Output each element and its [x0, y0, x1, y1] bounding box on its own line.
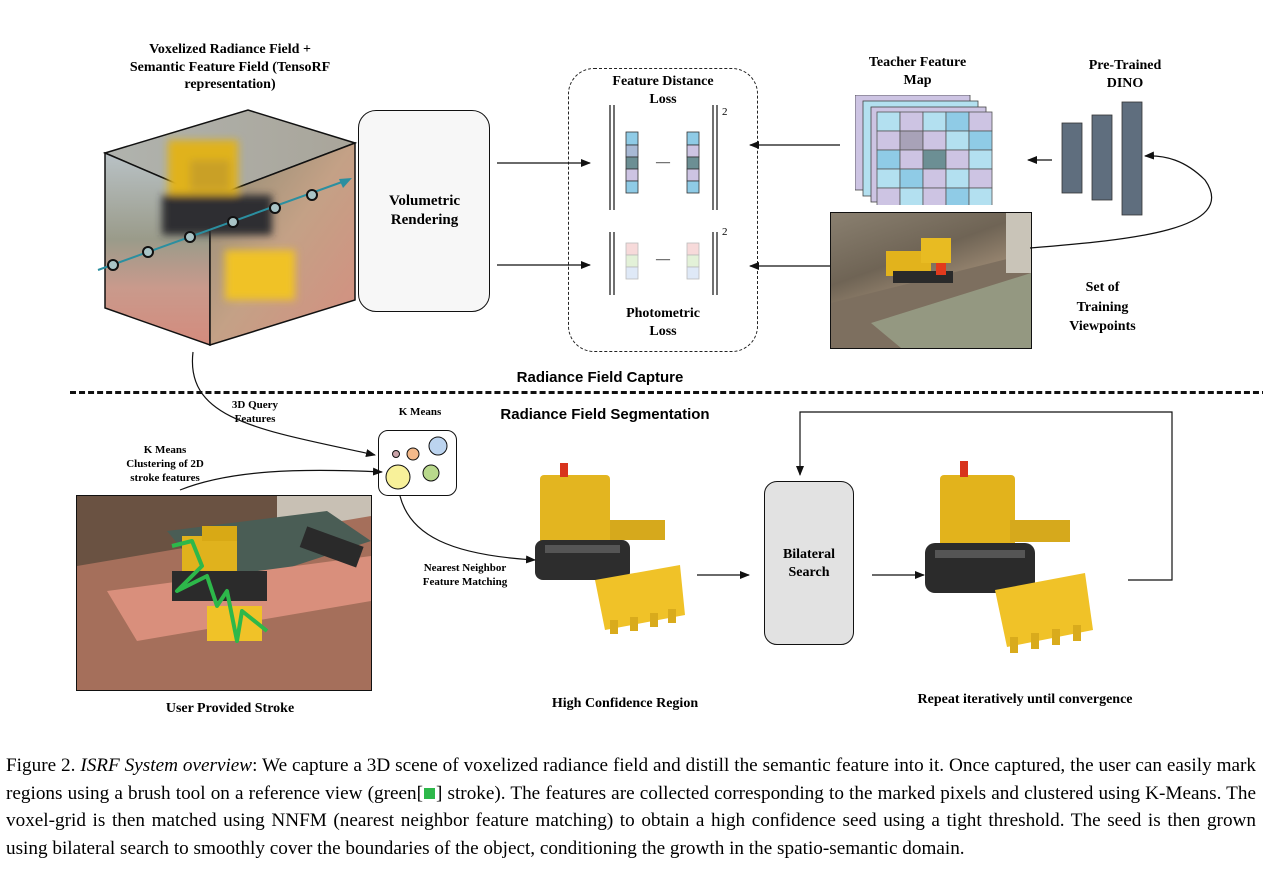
capture-section-label: Radiance Field Capture	[516, 369, 684, 386]
converged-segmentation-image	[925, 461, 1093, 653]
voxel-cube	[97, 109, 358, 347]
volumetric-rendering-box	[358, 110, 490, 312]
bilateral-search-box	[764, 481, 854, 645]
loss-norms: — 2 — 2	[609, 105, 728, 295]
cluster-3	[428, 436, 448, 456]
svg-text:—: —	[655, 155, 671, 170]
green-stroke	[171, 539, 269, 643]
query-features-label: 3D Query Features	[231, 399, 279, 425]
segmentation-section-label: Radiance Field Segmentation	[500, 406, 710, 423]
feature-vector-right	[686, 131, 700, 194]
bottom-arrows	[179, 351, 1173, 581]
rgb-vector-right	[686, 242, 700, 280]
caption-title: ISRF System overview	[80, 755, 253, 776]
cluster-5	[422, 464, 440, 482]
rgb-vector-left	[625, 242, 639, 280]
photometric-loss-label: Photometric Loss	[626, 306, 700, 339]
caption-text-1: : We capture a 3D scene of voxelized rad…	[6, 755, 1256, 804]
kmeans-title: K Means	[398, 406, 442, 418]
pretrained-dino-label: Pre-Trained DINO	[1088, 58, 1162, 91]
kmeans-clustering-label: K Means Clustering of 2D stroke features	[126, 444, 204, 484]
loader-small	[886, 238, 953, 283]
volumetric-rendering-label: Volumetric Rendering	[388, 193, 461, 228]
user-stroke-image	[76, 495, 372, 691]
cluster-2	[406, 447, 420, 461]
ray-sample-points	[107, 189, 318, 271]
section-divider	[70, 391, 1263, 394]
svg-text:—: —	[655, 252, 671, 267]
svg-text:2: 2	[722, 226, 728, 238]
loss-dashed-box	[568, 68, 758, 352]
feature-vector-left	[625, 131, 639, 194]
cluster-1	[392, 450, 400, 458]
svg-text:2: 2	[722, 106, 728, 118]
repeat-label: Repeat iteratively until convergence	[917, 692, 1133, 707]
high-confidence-region-image	[535, 463, 685, 634]
training-viewpoints-label: Set of Training Viewpoints	[1069, 280, 1136, 335]
training-viewpoint-image	[830, 212, 1032, 349]
high-confidence-label: High Confidence Region	[551, 696, 699, 711]
voxel-field-title: Voxelized Radiance Field + Semantic Feat…	[129, 42, 331, 92]
bilateral-search-label: Bilateral Search	[782, 547, 836, 580]
blurred-loader-image	[162, 140, 295, 300]
user-stroke-label: User Provided Stroke	[165, 701, 295, 716]
dino-network	[1061, 101, 1143, 216]
figure-caption: Figure 2. ISRF System overview: We captu…	[6, 752, 1256, 862]
teacher-feature-map	[855, 95, 993, 205]
top-arrows	[497, 141, 1213, 270]
green-stroke-swatch	[423, 787, 435, 799]
feature-distance-loss-label: Feature Distance Loss	[612, 74, 714, 107]
caption-label: Figure 2.	[6, 755, 76, 776]
nnfm-label: Nearest Neighbor Feature Matching	[422, 562, 508, 588]
kmeans-clusters-box	[378, 430, 457, 496]
feature-map-grid	[876, 111, 993, 205]
cluster-4	[385, 464, 411, 490]
teacher-feature-map-label: Teacher Feature Map	[868, 55, 967, 88]
caption-text-2: ] stroke). The features are collected co…	[6, 782, 1256, 859]
